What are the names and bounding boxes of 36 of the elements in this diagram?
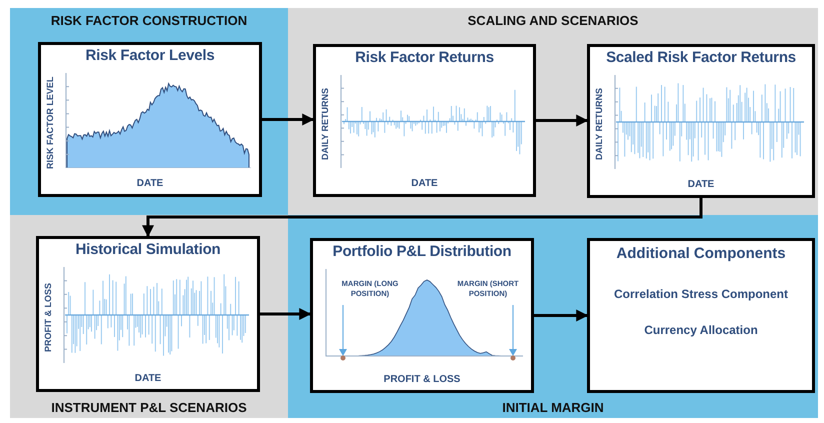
axis-label: DATE xyxy=(410,178,439,189)
section-band xyxy=(10,215,288,418)
chart-panel xyxy=(313,44,536,197)
section-band xyxy=(10,8,288,215)
list-item-text: Correlation Stress Component xyxy=(612,287,790,301)
process-box xyxy=(587,238,815,393)
chart-title: Risk Factor Returns xyxy=(354,49,495,66)
section-band xyxy=(288,8,818,215)
arrow xyxy=(536,114,588,126)
section-band xyxy=(288,215,818,418)
arrow xyxy=(262,114,314,126)
axis-label: DAILY RETURNS xyxy=(594,87,604,162)
axis-label: PROFIT & LOSS xyxy=(382,374,462,385)
section-heading: RISK FACTOR CONSTRUCTION xyxy=(50,13,248,28)
chart-panel xyxy=(310,238,534,393)
axis-label: DATE xyxy=(136,178,164,189)
axis-label: PROFIT & LOSS xyxy=(43,282,53,354)
chart-title: Scaled Risk Factor Returns xyxy=(605,49,797,66)
arrow xyxy=(534,310,588,322)
axis-label: DATE xyxy=(134,373,162,384)
axis-label: RISK FACTOR LEVEL xyxy=(45,75,55,170)
arrow xyxy=(142,198,702,238)
chart-panel xyxy=(38,42,262,197)
chart-panel xyxy=(587,44,815,198)
box-title: Additional Components xyxy=(615,245,787,262)
section-heading: SCALING AND SCENARIOS xyxy=(466,13,640,28)
axis-label: DATE xyxy=(686,179,716,190)
section-heading: INITIAL MARGIN xyxy=(501,400,605,415)
section-heading: INSTRUMENT P&L SCENARIOS xyxy=(50,400,248,415)
chart-title: Risk Factor Levels xyxy=(84,47,216,64)
chart-title: Portfolio P&L Distribution xyxy=(332,243,512,260)
arrow xyxy=(260,308,312,320)
axis-label: DAILY RETURNS xyxy=(320,86,330,162)
chart-title: Historical Simulation xyxy=(74,241,222,258)
chart-panel xyxy=(36,236,260,392)
list-item-text: Currency Allocation xyxy=(643,323,759,337)
